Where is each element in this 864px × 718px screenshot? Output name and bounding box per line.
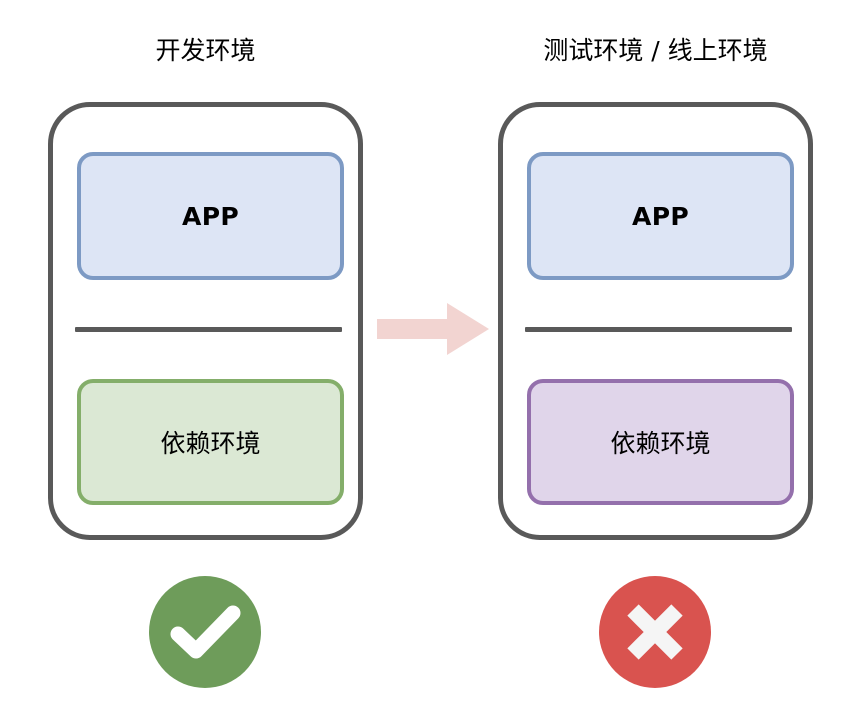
environment-panel-dev: APP 依赖环境 xyxy=(48,102,363,540)
app-block-dev: APP xyxy=(77,152,344,280)
dependency-block-test-prod: 依赖环境 xyxy=(527,379,794,505)
app-block-label-dev: APP xyxy=(182,201,239,231)
environment-panel-test-prod: APP 依赖环境 xyxy=(498,102,813,540)
column-title-test-prod: 测试环境 / 线上环境 xyxy=(543,36,768,65)
arrow-right-icon xyxy=(377,303,489,355)
panel-divider-test-prod xyxy=(525,327,792,332)
transition-arrow xyxy=(377,303,489,355)
check-circle-icon xyxy=(149,576,261,688)
dependency-block-label-dev: 依赖环境 xyxy=(160,429,261,458)
x-circle-icon xyxy=(599,576,711,688)
verdict-badge-dev xyxy=(145,572,265,692)
app-block-label-test-prod: APP xyxy=(632,201,689,231)
panel-divider-dev xyxy=(75,327,342,332)
dependency-block-label-test-prod: 依赖环境 xyxy=(610,429,711,458)
column-title-dev: 开发环境 xyxy=(155,36,256,65)
app-block-test-prod: APP xyxy=(527,152,794,280)
verdict-badge-test-prod xyxy=(595,572,715,692)
dependency-block-dev: 依赖环境 xyxy=(77,379,344,505)
